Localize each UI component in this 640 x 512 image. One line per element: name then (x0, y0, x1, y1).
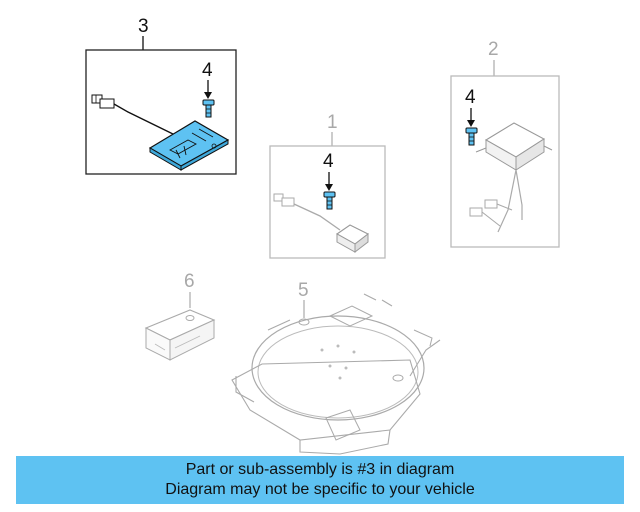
part-5-group[interactable]: 5 (231, 280, 441, 455)
callout-2: 2 (488, 39, 499, 60)
receiver-module-icon (469, 122, 553, 233)
part-1-box (269, 145, 386, 259)
banner-line-2: Diagram may not be specific to your vehi… (165, 481, 475, 498)
callout-3: 3 (138, 16, 149, 37)
spare-tire-tray-icon (231, 293, 441, 455)
callout-6: 6 (184, 271, 195, 292)
bolt-icon-part3[interactable] (202, 99, 215, 118)
bolt-icon-part1[interactable] (323, 191, 336, 210)
part-1-group[interactable]: 1 4 (269, 112, 386, 259)
gps-antenna-icon (273, 193, 370, 254)
part-2-group[interactable]: 2 4 (450, 39, 560, 248)
callout-5: 5 (298, 280, 309, 301)
bolt-icon-part2[interactable] (465, 127, 478, 146)
part-2-box (450, 75, 560, 248)
info-banner: Part or sub-assembly is #3 in diagram Di… (16, 456, 624, 504)
antenna-cable (113, 103, 176, 136)
banner-line-1: Part or sub-assembly is #3 in diagram (185, 461, 455, 478)
callout-1: 1 (327, 112, 338, 133)
part-3-box (85, 49, 237, 175)
part-6-group[interactable]: 6 (144, 271, 216, 361)
bolt-arrowhead-part3 (204, 92, 212, 99)
bracket-icon (144, 309, 216, 361)
bolt-arrowhead-part1 (325, 184, 333, 191)
antenna-plate-icon[interactable] (148, 120, 230, 171)
part-3-group[interactable]: 3 4 (85, 16, 237, 175)
callout-4-part2: 4 (465, 87, 476, 108)
callout-4-part3: 4 (202, 60, 213, 81)
callout-4-part1: 4 (323, 151, 334, 172)
bolt-arrowhead-part2 (467, 120, 475, 127)
connector-plug-icon (91, 94, 115, 109)
